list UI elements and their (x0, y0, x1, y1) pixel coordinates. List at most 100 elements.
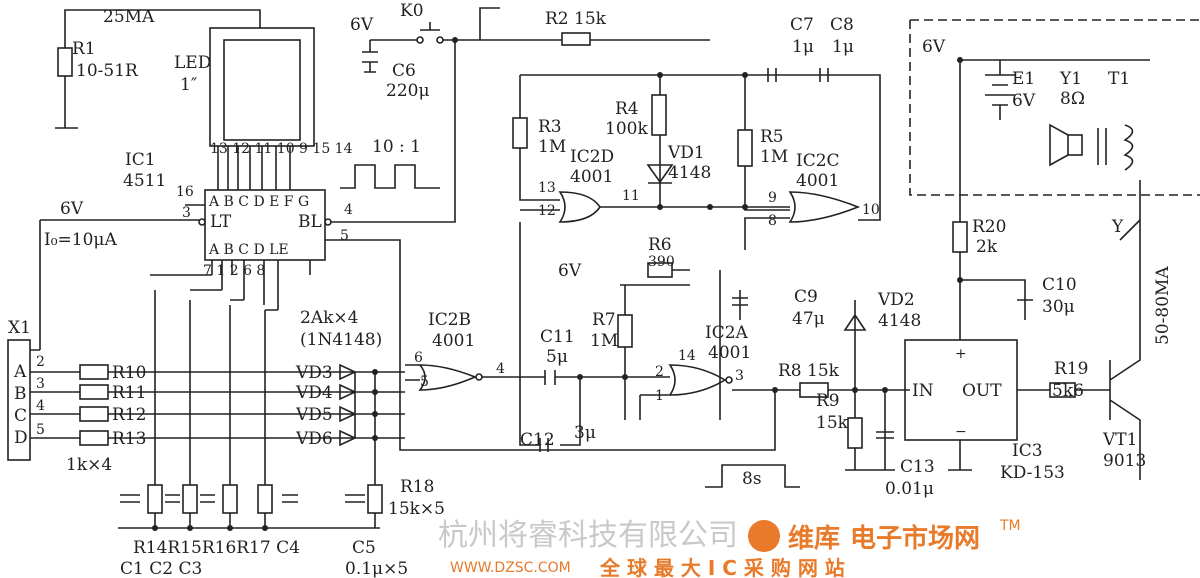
label-p6: 6 (414, 350, 423, 366)
label-p12: 12 (538, 203, 556, 219)
label-r19: R19 (1054, 359, 1088, 379)
label-c1-c3: C1 C2 C3 (120, 559, 202, 578)
label-ic1-top-pins: 13 12 11 10 9 15 14 (210, 141, 353, 157)
watermark-tm: TM (999, 518, 1021, 534)
label-c11-value: 5μ (546, 347, 568, 367)
label-6v-a: 6V (60, 199, 84, 219)
label-r9-value: 15k (816, 413, 849, 433)
label-r14-r17-c4: R14R15R16R17 C4 (133, 538, 300, 558)
label-plus: + (955, 346, 967, 362)
label-r8: R8 15k (778, 361, 840, 381)
label-p13: 13 (538, 180, 556, 196)
label-c5-value: 0.1μ×5 (345, 559, 408, 578)
label-k0: K0 (400, 1, 424, 21)
label-p9: 9 (768, 190, 777, 206)
label-current-50-80ma: 50-80MA (1153, 266, 1173, 345)
label-c6-value: 220μ (386, 81, 430, 101)
label-x1-pin3: 3 (36, 376, 45, 392)
label-r5-value: 1M (760, 147, 788, 167)
label-vd2-value: 4148 (878, 311, 921, 331)
label-y1-value: 8Ω (1060, 89, 1085, 109)
label-ic2a-value: 4001 (708, 343, 751, 363)
label-io: I₀=10μA (44, 230, 117, 250)
label-p2: 2 (655, 364, 664, 380)
label-r20: R20 (972, 217, 1006, 237)
label-r6: R6 (648, 235, 672, 255)
label-vd2: VD2 (877, 290, 915, 310)
label-c10: C10 (1042, 275, 1077, 295)
label-vd5: VD5 (295, 405, 333, 425)
label-x1-d: D (14, 428, 28, 448)
label-vt1-value: 9013 (1103, 451, 1146, 471)
label-r18-value: 15k×5 (388, 499, 445, 519)
watermark-url: WWW.DZSC.COM (450, 560, 571, 576)
label-r3: R3 (538, 117, 562, 137)
label-6v-c: 6V (558, 261, 582, 281)
label-c12-value: 3μ (574, 423, 596, 443)
label-pin3: 3 (182, 205, 191, 221)
label-6v-b: 6V (350, 15, 374, 35)
brand-logo-icon (748, 520, 780, 552)
label-r3-value: 1M (538, 137, 566, 157)
label-vd6: VD6 (295, 429, 333, 449)
label-r19-value: 5k6 (1052, 381, 1084, 401)
label-p8: 8 (768, 213, 777, 229)
label-y: Y (1111, 217, 1124, 237)
label-lt: LT (210, 212, 232, 232)
label-minus: − (955, 424, 967, 440)
label-ic1-value: 4511 (123, 171, 166, 191)
label-r1: R1 (72, 39, 96, 59)
junctions (152, 37, 963, 531)
label-ic2c: IC2C (796, 151, 840, 171)
label-vd1-value: 4148 (668, 163, 711, 183)
label-c8-value: 1μ (832, 37, 854, 57)
label-r12: R12 (112, 405, 146, 425)
label-ic2d: IC2D (570, 147, 614, 167)
label-ic2c-value: 4001 (796, 171, 839, 191)
label-r4-value: 100k (605, 119, 648, 139)
label-x1: X1 (8, 318, 31, 338)
label-25ma: 25MA (103, 7, 155, 27)
label-r4: R4 (615, 99, 639, 119)
label-diodes-type: (1N4148) (300, 330, 382, 350)
label-r11: R11 (112, 383, 146, 403)
label-ic3-value: KD-153 (1000, 463, 1065, 483)
label-c9-value: 47μ (792, 309, 825, 329)
watermark-brand: 维库 (788, 523, 840, 554)
label-vd3: VD3 (295, 363, 333, 383)
label-r7-value: 1M (590, 331, 618, 351)
label-p10: 10 (862, 202, 880, 218)
label-ratio: 10 : 1 (372, 137, 421, 157)
label-vt1: VT1 (1102, 430, 1137, 450)
label-c9: C9 (794, 287, 818, 307)
label-led-size: 1″ (180, 75, 197, 95)
label-c7: C7 (790, 15, 814, 35)
label-6v-d: 6V (922, 37, 946, 57)
label-led: LED (174, 53, 211, 73)
label-c10-value: 30μ (1042, 297, 1075, 317)
label-ic1-bottom-pins: 7 1 2 6 8 (203, 263, 265, 279)
label-r20-value: 2k (976, 237, 998, 257)
label-in: IN (912, 381, 934, 401)
label-ic2b-value: 4001 (432, 331, 475, 351)
label-pin4: 4 (344, 202, 353, 218)
label-vd1: VD1 (667, 143, 705, 163)
label-x1-b: B (14, 384, 27, 404)
label-p1: 1 (655, 388, 664, 404)
label-ic2b: IC2B (428, 310, 471, 330)
watermark-slogan: 全 球 最 大 I C 采 购 网 站 (599, 556, 845, 578)
label-p5: 5 (420, 374, 429, 390)
label-t1: T1 (1108, 69, 1130, 89)
label-8s: 8s (742, 469, 762, 489)
label-ic2d-value: 4001 (570, 167, 613, 187)
label-x1-a: A (13, 362, 27, 382)
label-diodes: 2Ak×4 (300, 308, 358, 328)
label-ic1: IC1 (125, 150, 156, 170)
label-r10: R10 (112, 363, 146, 383)
label-r6-value: 390 (648, 254, 675, 270)
label-r7: R7 (592, 310, 616, 330)
wires (7, 7, 1200, 529)
label-pin16: 16 (176, 184, 194, 200)
watermark-company: 杭州将睿科技有限公司 (438, 518, 738, 553)
